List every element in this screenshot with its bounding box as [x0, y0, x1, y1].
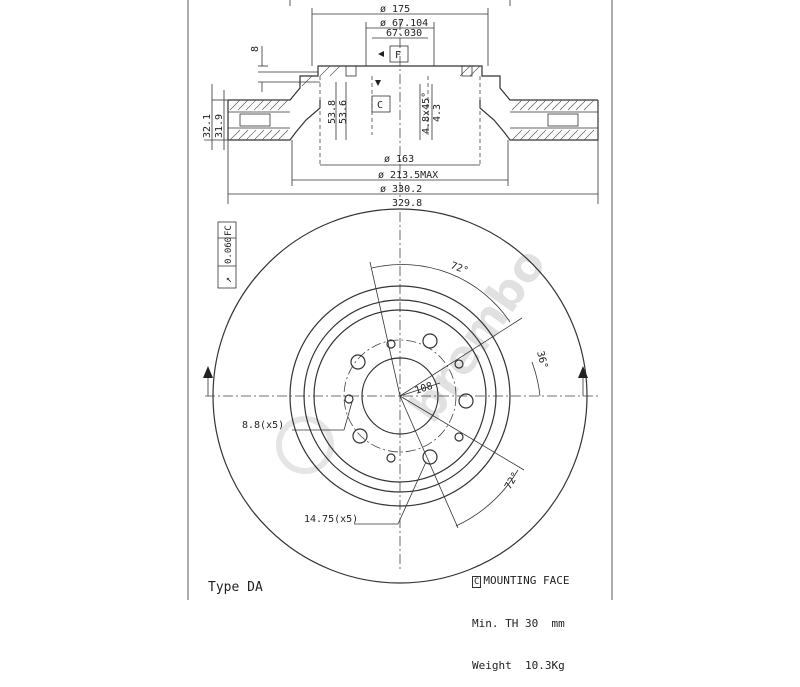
pcd-108: 108 — [414, 381, 435, 397]
disc-pcd-circle — [343, 339, 457, 453]
dim-h538a: 53.8 — [327, 100, 338, 124]
hole-small-callout: 8.8(x5) — [242, 420, 284, 431]
datum-f: F — [395, 50, 401, 61]
bolt-hole-small — [454, 359, 464, 369]
dim-d67030: 67.030 — [386, 28, 422, 39]
dim-d163: ø 163 — [384, 154, 414, 165]
bolt-hole-large — [352, 428, 368, 444]
disc-hub-outer-circle — [313, 309, 487, 483]
mounting-face-label: MOUNTING FACE — [483, 574, 570, 587]
datum-c: C — [377, 100, 383, 111]
bolt-holes-small — [344, 339, 464, 463]
dim-t321: 32.1 — [202, 114, 213, 138]
bolt-hole-small — [344, 394, 354, 404]
dimension-lines-top — [258, 8, 489, 92]
bolt-hole-small — [454, 432, 464, 442]
dim-d3298: 329.8 — [392, 198, 422, 209]
disc-center-bore-circle — [361, 357, 439, 435]
angle-36: 36° — [534, 350, 549, 370]
frame — [187, 0, 613, 600]
runout-tolerance: ↗ 0.060 FC — [217, 221, 237, 289]
type-label: Type DA — [208, 580, 263, 595]
datum-c-arrow-icon — [375, 80, 381, 86]
angle-72-bottom: 72° — [503, 470, 522, 491]
disc-outer-circle — [212, 208, 588, 584]
bolt-hole-large — [350, 354, 366, 370]
dim-d3302: ø 330.2 — [380, 184, 422, 195]
dim-chamfer: 4.8x45° — [421, 92, 432, 134]
runout-value: 0.060 — [224, 237, 234, 264]
min-thickness: Min. TH 30 mm — [472, 617, 565, 630]
datum-f-arrow-icon — [378, 51, 384, 57]
dim-8: 8 — [250, 46, 261, 52]
bolt-hole-small — [386, 453, 396, 463]
section-arrows — [203, 366, 588, 396]
runout-ref: FC — [224, 225, 234, 236]
bolt-hole-large — [458, 393, 474, 409]
datum-c-box — [371, 95, 391, 113]
front-view — [205, 208, 598, 584]
datum-f-box — [389, 45, 409, 63]
bolt-hole-large — [422, 449, 438, 465]
hole-large-callout: 14.75(x5) — [304, 514, 358, 525]
dim-d175: ø 175 — [380, 4, 410, 15]
dim-t319: 31.9 — [214, 114, 225, 138]
section-view — [227, 20, 599, 200]
brake-disc-drawing: brembo — [187, 0, 613, 600]
section-arrow-left-icon — [203, 366, 213, 378]
weight: Weight 10.3Kg — [472, 659, 565, 672]
bolt-hole-large — [422, 333, 438, 349]
dim-d67104: ø 67.104 — [380, 18, 428, 29]
dim-d2135: ø 213.5MAX — [378, 170, 438, 181]
watermark-circle-icon — [276, 416, 334, 474]
disc-hat-circle — [303, 299, 497, 493]
watermark-text: brembo — [398, 238, 557, 432]
section-hatch-left — [229, 65, 341, 141]
runout-icon: ↗ — [223, 277, 234, 283]
bolt-hole-small — [386, 339, 396, 349]
section-hatch-right — [459, 65, 595, 141]
section-arrow-right-icon — [578, 366, 588, 378]
disc-friction-inner-circle — [289, 285, 511, 507]
dim-h43: 4.3 — [432, 104, 443, 122]
mounting-face-marker: C — [472, 576, 482, 588]
dimension-lines-bottom — [204, 82, 599, 204]
dim-h538b: 53.6 — [338, 100, 349, 124]
